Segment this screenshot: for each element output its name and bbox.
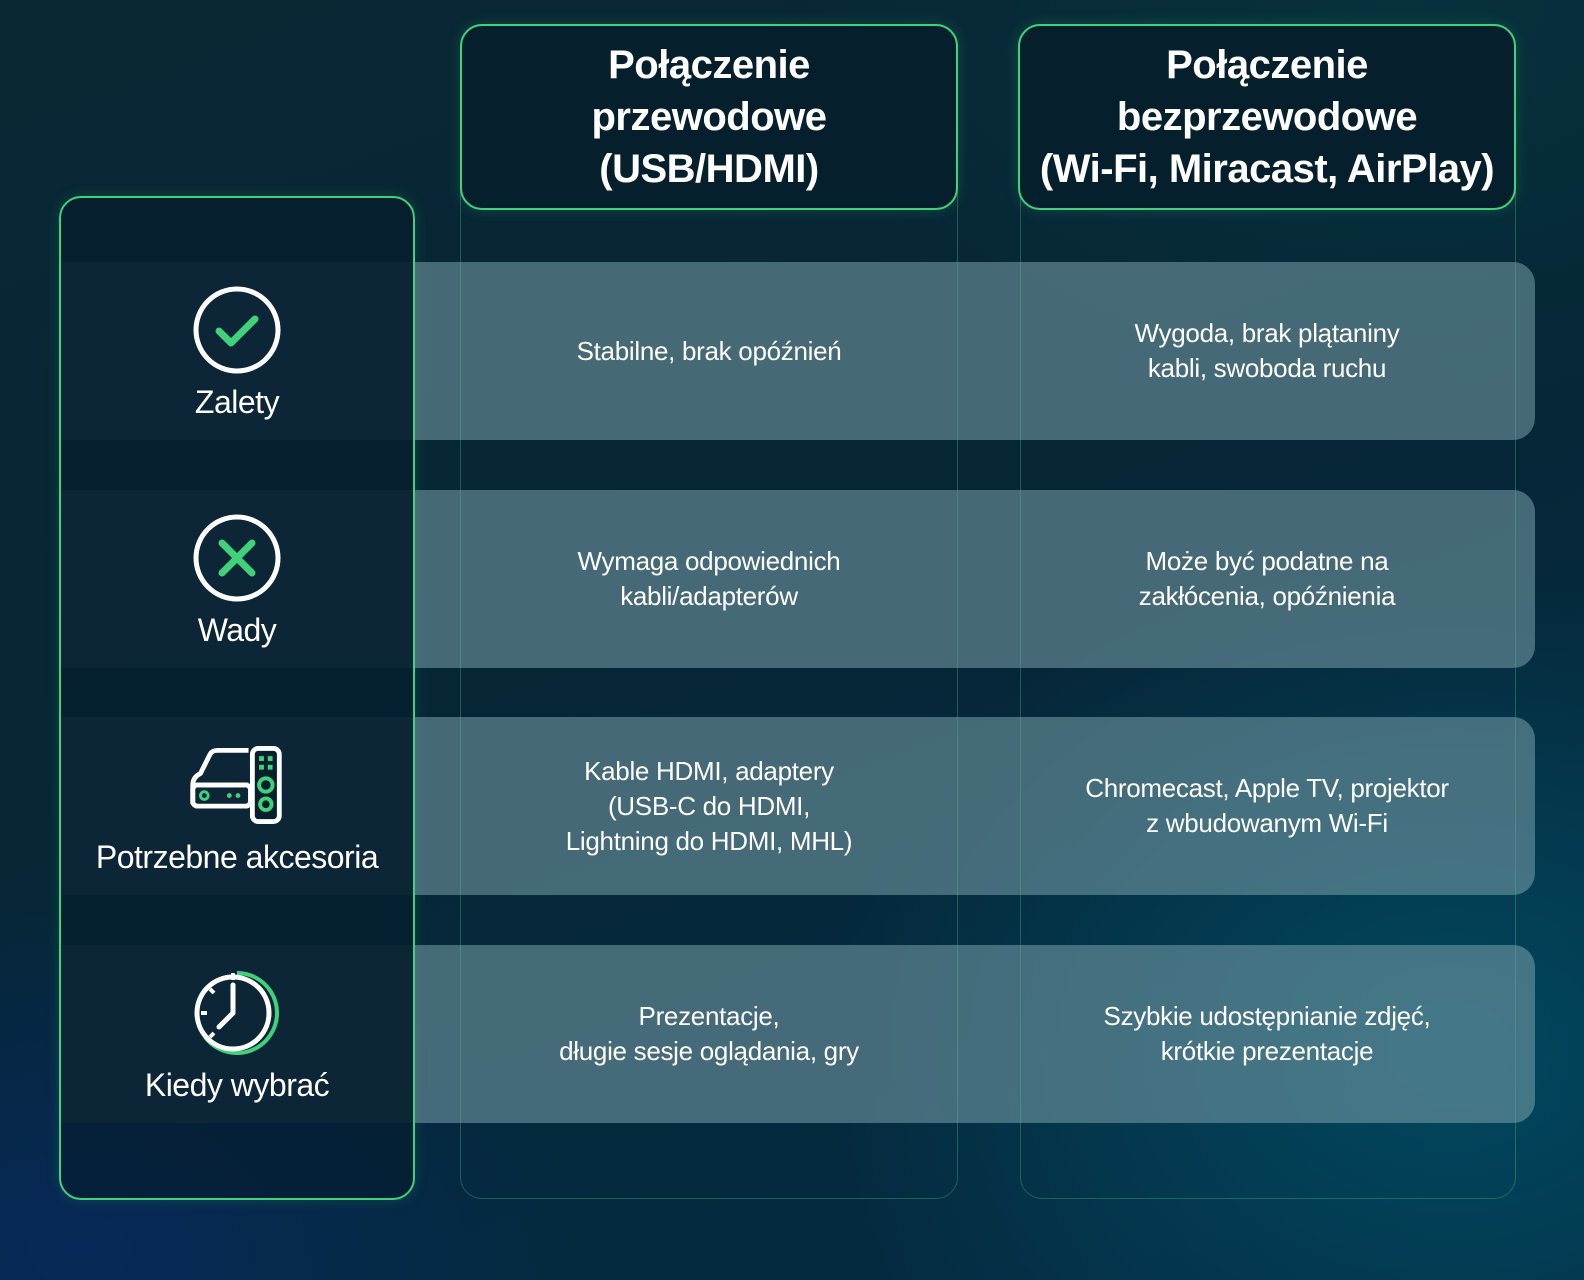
row-band-accessories (415, 717, 1535, 895)
row-label-when-to-choose: Kiedy wybrać (61, 945, 413, 1123)
cell-line: długie sesje oglądania, gry (559, 1036, 859, 1066)
header-wireless-line-2: bezprzewodowe (1116, 95, 1418, 139)
row-label-text: Zalety (194, 383, 280, 420)
header-wired-connection: Połączenie przewodowe (USB/HDMI) (460, 24, 958, 210)
cell-line: z wbudowanym Wi-Fi (1146, 808, 1388, 838)
cell-line: Chromecast, Apple TV, projektor (1085, 773, 1449, 803)
cell-line: Kable HDMI, adaptery (584, 755, 834, 786)
row-label-text: Kiedy wybrać (144, 1066, 330, 1103)
cell-when-to-choose-wireless: Szybkie udostępnianie zdjęć, krótkie pre… (1018, 945, 1516, 1123)
row-band-disadvantages (415, 490, 1535, 668)
cell-advantages-wireless: Wygoda, brak plątaniny kabli, swoboda ru… (1018, 262, 1516, 440)
header-wired-line-3: (USB/HDMI) (599, 147, 819, 191)
cell-line: Stabilne, brak opóźnień (576, 335, 842, 366)
header-wired-line-1: Połączenie (608, 43, 810, 87)
cell-line: Szybkie udostępnianie zdjęć, (1103, 1001, 1431, 1031)
cell-disadvantages-wireless: Może być podatne na zakłócenia, opóźnien… (1018, 490, 1516, 668)
media-box-remote-icon (187, 737, 287, 833)
cell-when-to-choose-wired: Prezentacje, długie sesje oglądania, gry (460, 945, 958, 1123)
cell-line: Prezentacje, (638, 1001, 780, 1031)
cell-line: Wymaga odpowiednich (577, 546, 841, 576)
cell-accessories-wireless: Chromecast, Apple TV, projektor z wbudow… (1018, 717, 1516, 895)
x-circle-icon (187, 510, 287, 606)
cell-disadvantages-wired: Wymaga odpowiednich kabli/adapterów (460, 490, 958, 668)
check-circle-icon (187, 282, 287, 378)
row-band-advantages (415, 262, 1535, 440)
row-label-text: Wady (197, 611, 277, 648)
row-label-bg-disadvantages (61, 490, 413, 668)
row-band-when-to-choose (415, 945, 1535, 1123)
cell-line: krótkie prezentacje (1160, 1036, 1374, 1066)
cell-line: kabli, swoboda ruchu (1147, 353, 1387, 383)
cell-line: kabli/adapterów (620, 581, 798, 611)
header-wireless-line-3: (Wi-Fi, Miracast, AirPlay) (1039, 147, 1495, 191)
row-label-advantages: Zalety (61, 262, 413, 440)
row-label-bg-advantages (61, 262, 413, 440)
row-label-text: Potrzebne akcesoria (95, 838, 379, 875)
row-label-accessories: Potrzebne akcesoria (61, 717, 413, 895)
header-wireless-line-1: Połączenie (1166, 43, 1368, 87)
header-wireless-connection: Połączenie bezprzewodowe (Wi-Fi, Miracas… (1018, 24, 1516, 210)
cell-advantages-wired: Stabilne, brak opóźnień (460, 262, 958, 440)
cell-line: zakłócenia, opóźnienia (1138, 581, 1396, 611)
cell-accessories-wired: Kable HDMI, adaptery (USB-C do HDMI, Lig… (460, 717, 958, 895)
cell-line: Wygoda, brak plątaniny (1134, 318, 1400, 348)
cell-line: (USB-C do HDMI, (607, 790, 811, 821)
cell-line: Może być podatne na (1145, 546, 1389, 576)
header-wired-line-2: przewodowe (591, 95, 827, 139)
stopwatch-icon (187, 965, 287, 1061)
cell-line: Lightning do HDMI, MHL) (565, 825, 853, 856)
row-label-disadvantages: Wady (61, 490, 413, 668)
